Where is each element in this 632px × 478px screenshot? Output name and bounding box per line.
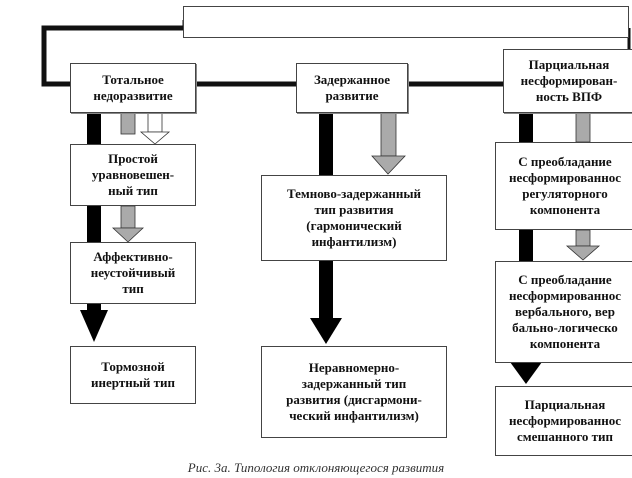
arrow-gray-regulatory-to-verbal: [565, 229, 601, 261]
type-harmonic-infantilism: Темново-задержанный тип развития (гармон…: [261, 175, 447, 261]
type-simple-balanced: Простой уравновешен- ный тип: [70, 144, 196, 206]
type-harmonic-infantilism-label: Темново-задержанный тип развития (гармон…: [286, 186, 422, 249]
arrow-gray-col2: [371, 111, 406, 175]
type-mixed-partial-label: Парциальная несформированнос смешанного …: [508, 397, 622, 444]
arrow-white-col1: [139, 111, 171, 145]
header-total-underdevelopment: Тотальное недоразвитие: [70, 63, 196, 113]
type-disharmonic-infantilism: Неравномерно- задержанный тип развития (…: [261, 346, 447, 438]
type-affective-unstable-label: Аффективно- неустойчивый тип: [90, 249, 176, 296]
type-regulatory-component-label: С преобладание несформированнос регулято…: [508, 154, 622, 217]
type-verbal-logical-component-label: С преобладание несформированнос вербальн…: [508, 272, 622, 351]
header-partial-unformedness-label: Парциальная несформирован- ность ВПФ: [520, 57, 618, 104]
root-box: [183, 6, 629, 38]
arrow-gray-col1-to-simple: [120, 111, 136, 135]
type-mixed-partial: Парциальная несформированнос смешанного …: [495, 386, 632, 456]
type-affective-unstable: Аффективно- неустойчивый тип: [70, 242, 196, 304]
header-total-underdevelopment-label: Тотальное недоразвитие: [93, 72, 173, 103]
arrow-gray-col3-to-regulatory: [575, 111, 591, 143]
figure-caption: Рис. 3а. Типология отклоняющегося развит…: [187, 460, 445, 475]
type-regulatory-component: С преобладание несформированнос регулято…: [495, 142, 632, 230]
header-partial-unformedness: Парциальная несформирован- ность ВПФ: [503, 49, 632, 113]
header-delayed-development: Задержанное развитие: [296, 63, 408, 113]
type-inhibited-inert-label: Тормозной инертный тип: [91, 359, 175, 390]
type-inhibited-inert: Тормозной инертный тип: [70, 346, 196, 404]
type-simple-balanced-label: Простой уравновешен- ный тип: [91, 151, 175, 198]
type-verbal-logical-component: С преобладание несформированнос вербальн…: [495, 261, 632, 363]
arrow-gray-simple-to-affective: [111, 205, 145, 243]
type-disharmonic-infantilism-label: Неравномерно- задержанный тип развития (…: [286, 360, 422, 423]
header-delayed-development-label: Задержанное развитие: [313, 72, 391, 103]
